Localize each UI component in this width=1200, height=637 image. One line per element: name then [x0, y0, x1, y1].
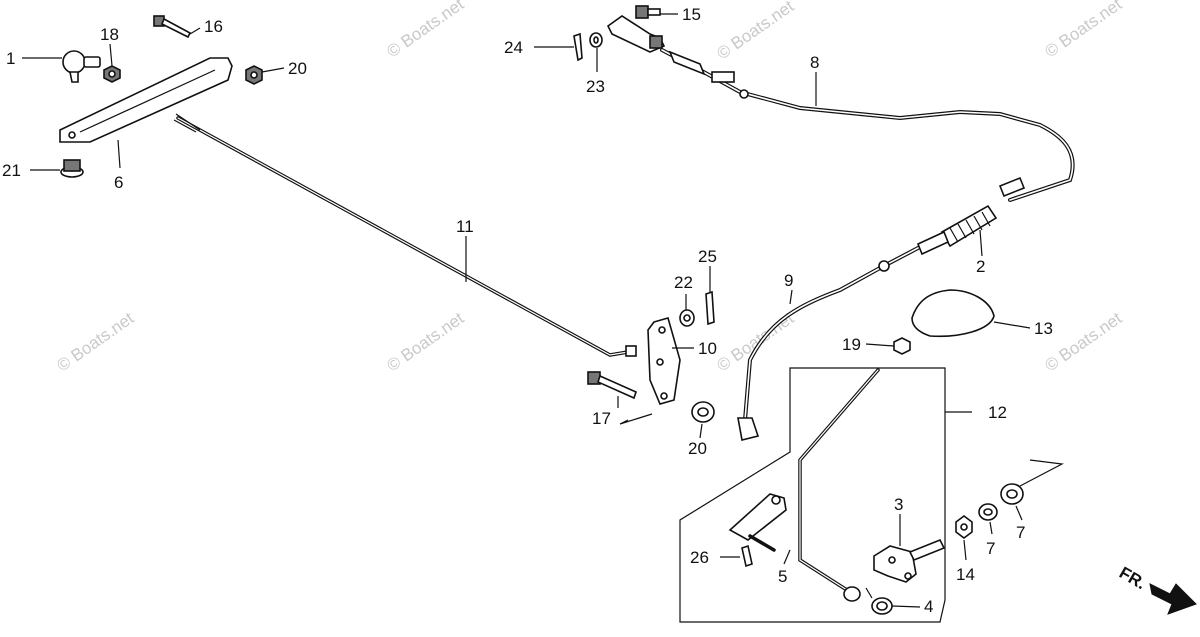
callout-7: 7	[1016, 523, 1025, 542]
watermark: © Boats.net	[383, 0, 467, 61]
callout-22: 22	[674, 273, 693, 292]
part-14-nut	[955, 515, 973, 539]
callout-1: 1	[6, 49, 15, 68]
callout-21: 21	[2, 161, 21, 180]
callout-11: 11	[456, 217, 474, 236]
callout-24: 24	[504, 38, 523, 57]
part-21-flange-nut	[60, 159, 84, 178]
part-18-nut	[103, 65, 121, 83]
callout-5: 5	[778, 567, 787, 586]
watermark: © Boats.net	[383, 308, 467, 375]
callout-17: 17	[592, 409, 611, 428]
callout-6: 6	[114, 173, 123, 192]
callout-9: 9	[784, 271, 793, 290]
callout-12: 12	[988, 403, 1007, 422]
leader-lines	[22, 13, 1031, 608]
callout-19: 19	[842, 335, 861, 354]
part-20-nut-top	[245, 65, 263, 85]
front-direction-indicator: FR.	[1116, 563, 1197, 615]
callout-labels: 1 18 16 20 21 6 24 23 15 8 11 2 9 22 25 …	[2, 5, 1053, 616]
part-5-shift-lever	[728, 368, 880, 602]
part-26-roll-pin	[741, 544, 753, 568]
callout-13: 13	[1034, 319, 1053, 338]
part-9-lower-cable	[737, 246, 920, 441]
part-16-bolt	[153, 15, 192, 39]
callout-4: 4	[924, 597, 933, 616]
callout-8: 8	[810, 53, 819, 72]
part-19-nut	[893, 337, 911, 355]
callout-20: 20	[688, 439, 707, 458]
part-12-lever-assembly-box	[679, 367, 972, 623]
part-11-shift-rod	[173, 113, 637, 357]
part-2-bellows-boot	[916, 204, 998, 256]
part-7-bushing-b	[1000, 483, 1024, 505]
part-4-spring	[865, 587, 893, 615]
part-25-pin	[705, 290, 715, 326]
part-13-shift-knob	[911, 289, 995, 338]
callout-20: 20	[288, 59, 307, 78]
part-6-strap-bracket	[59, 57, 233, 143]
part-7-bushing-a	[978, 503, 998, 521]
callout-26: 26	[690, 548, 709, 567]
part-20-nut-bottom	[691, 401, 715, 423]
callout-7: 7	[986, 539, 995, 558]
callout-3: 3	[894, 495, 903, 514]
watermark: © Boats.net	[713, 0, 797, 63]
part-24-cotter-pin	[573, 32, 583, 62]
callout-14: 14	[956, 565, 975, 584]
part-15-bolt	[635, 5, 661, 19]
callout-15: 15	[682, 5, 701, 24]
front-direction-label: FR.	[1116, 563, 1149, 593]
watermark: © Boats.net	[1041, 0, 1125, 61]
part-17-bolt	[587, 371, 653, 425]
callout-2: 2	[976, 257, 985, 276]
part-8-shift-cable	[606, 15, 1075, 202]
part-1-ball-joint	[62, 50, 101, 83]
watermark: © Boats.net	[53, 308, 137, 375]
front-direction-arrow-icon	[1149, 583, 1197, 615]
watermark: © Boats.net	[1041, 308, 1125, 375]
part-3-mount-bracket	[873, 538, 946, 583]
callout-16: 16	[204, 17, 223, 36]
callout-10: 10	[698, 339, 717, 358]
part-22-washer	[679, 309, 695, 327]
exploded-view-line	[1019, 459, 1064, 487]
callout-23: 23	[586, 77, 605, 96]
part-10-bracket	[647, 317, 681, 405]
callout-25: 25	[698, 247, 717, 266]
callout-18: 18	[100, 25, 119, 44]
part-23-washer	[589, 32, 603, 48]
